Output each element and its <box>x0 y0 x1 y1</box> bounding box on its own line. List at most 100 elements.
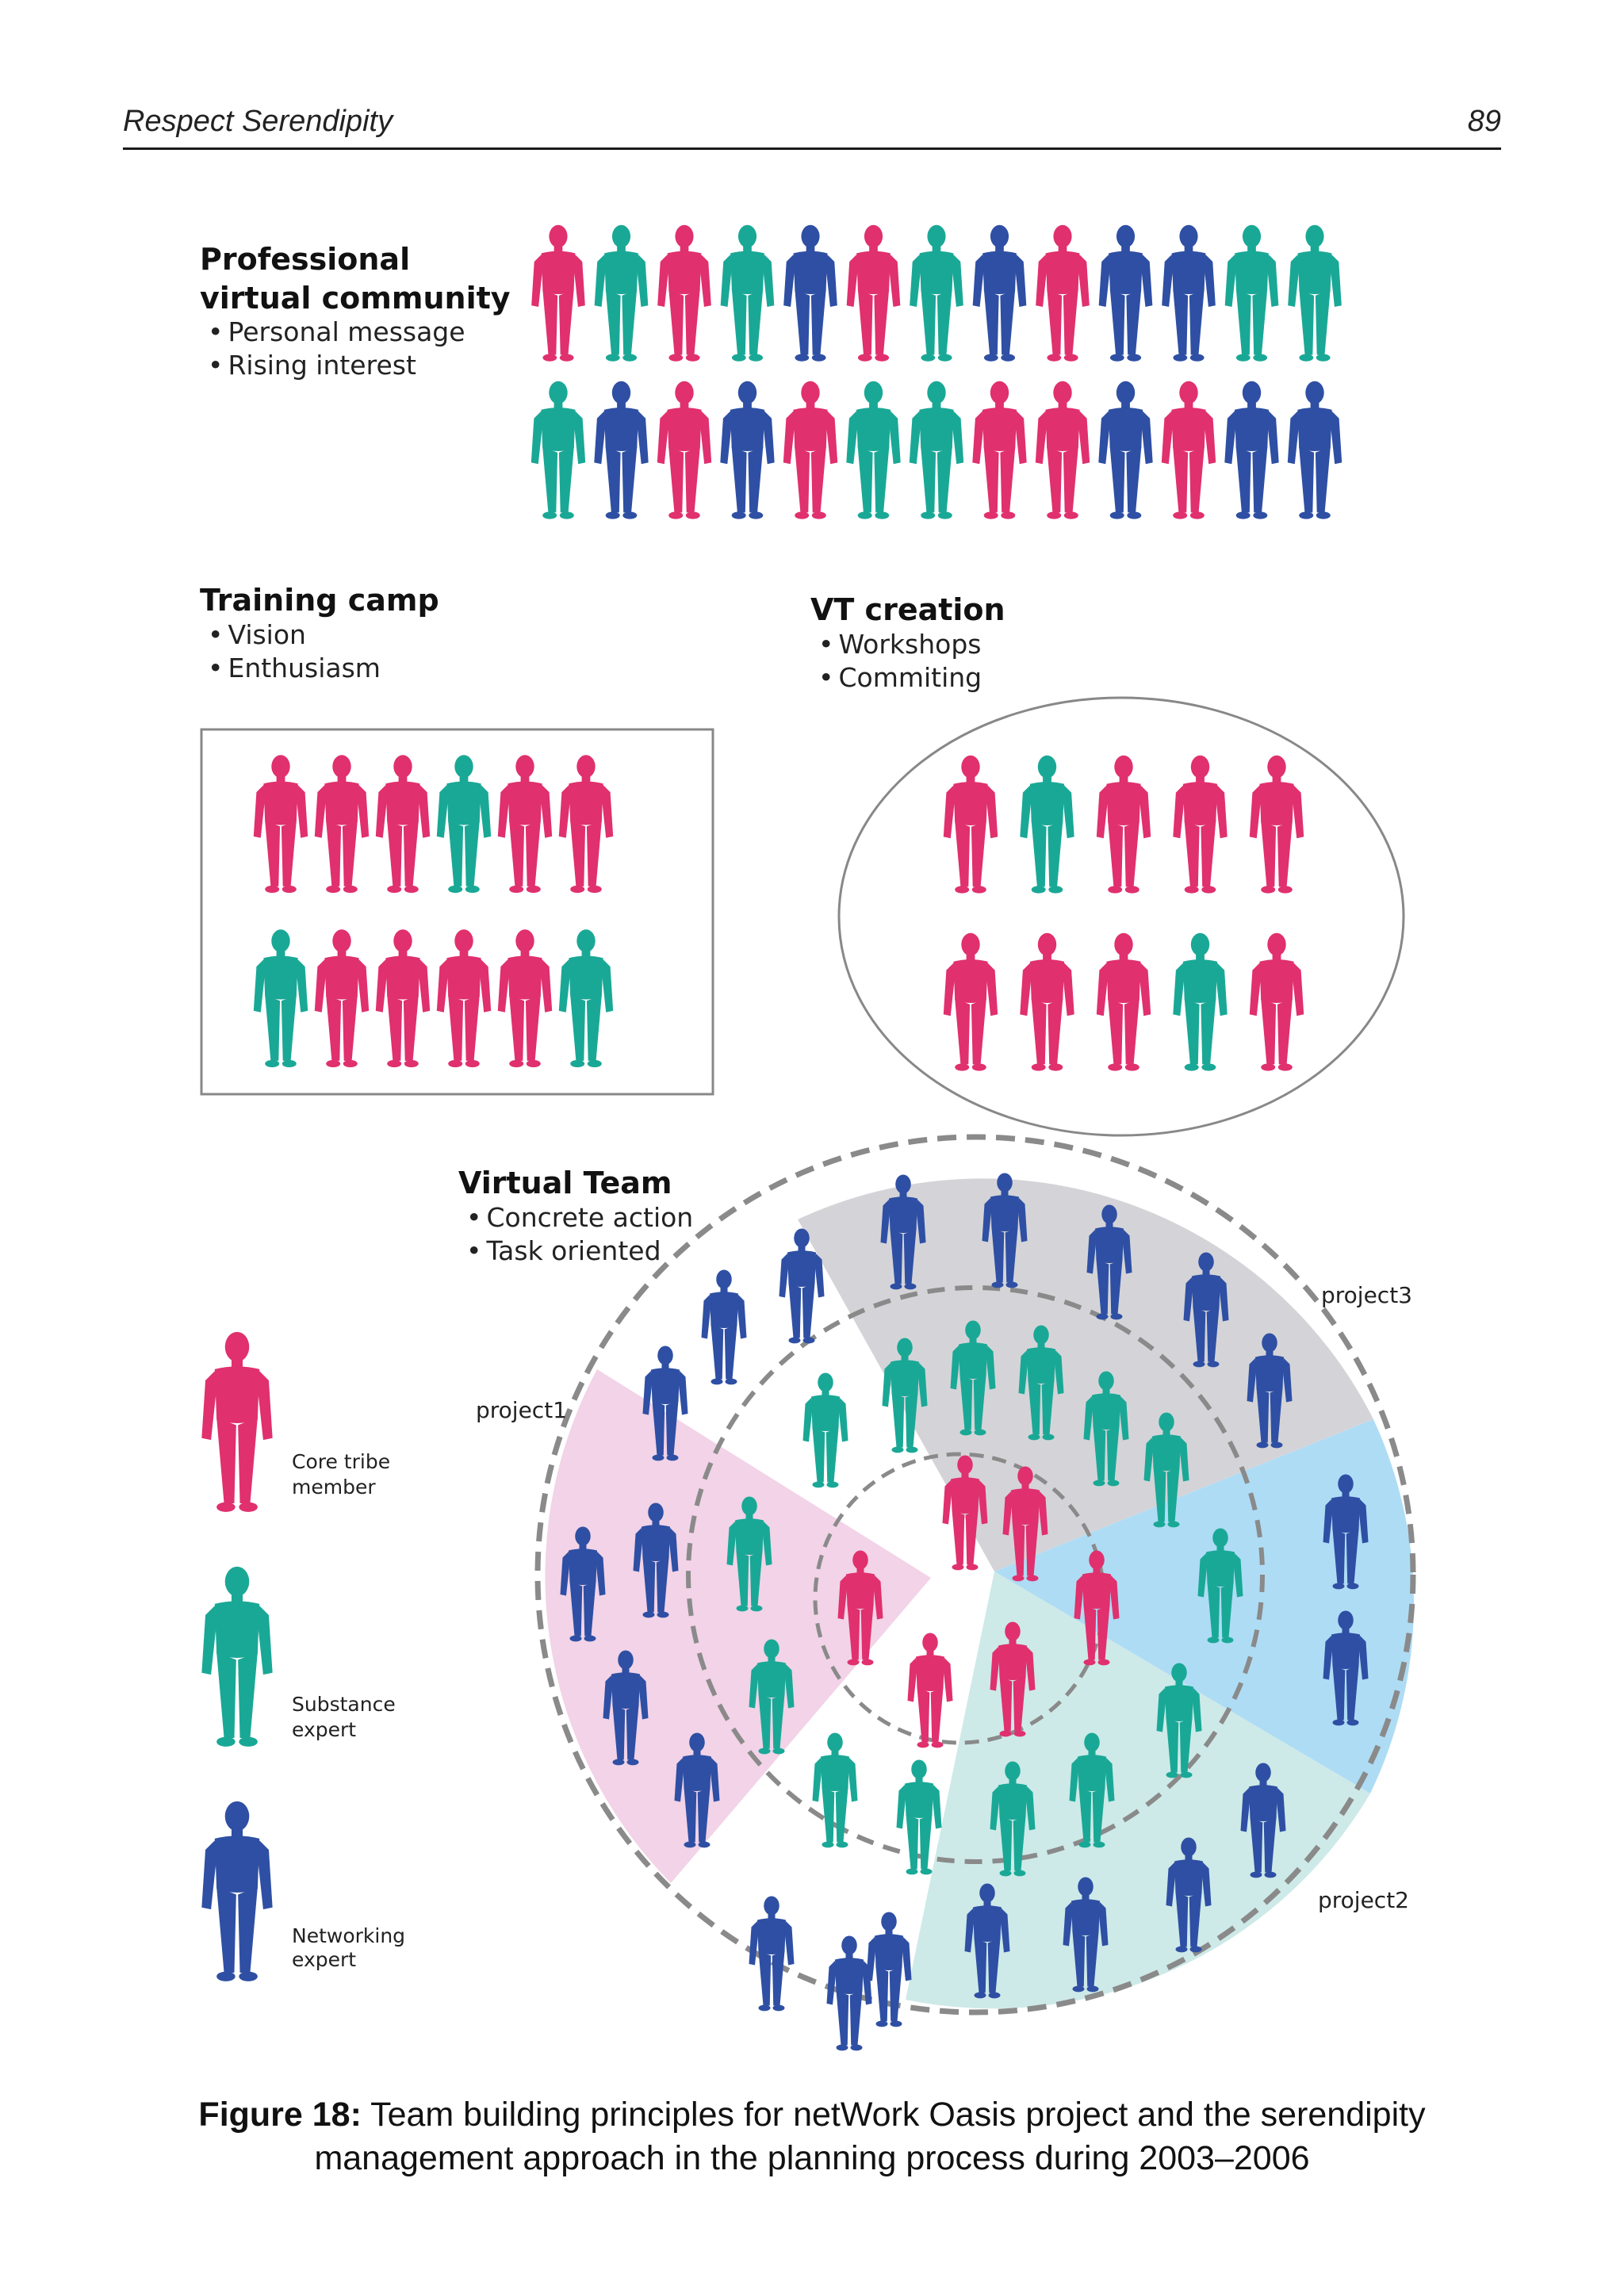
caption-text: Team building principles for netWork Oas… <box>314 2096 1426 2177</box>
vt-r1-person-4-core <box>1173 755 1228 894</box>
professional-r1-person-9-core <box>1036 224 1090 362</box>
professional-r2-person-5-core <box>783 381 838 519</box>
professional-r1-person-6-core <box>846 224 901 362</box>
professional-r1-person-12-substance <box>1224 224 1279 362</box>
professional-r2-person-2-networking <box>594 381 649 519</box>
professional-r1-person-4-substance <box>720 224 775 362</box>
professional-r1-person-11-networking <box>1162 224 1216 362</box>
vt-r2-person-1-core <box>943 932 998 1071</box>
vt-r1-person-3-core <box>1096 755 1151 894</box>
team-person-7-networking <box>701 1269 747 1385</box>
vt-r2-person-5-core <box>1249 932 1304 1071</box>
vt-r2-person-3-core <box>1096 932 1151 1071</box>
training-r2-person-5-core <box>497 929 553 1068</box>
legend-core-label-1: Core tribe <box>292 1450 390 1473</box>
vt-r1-person-5-core <box>1249 755 1304 894</box>
team-person-40-core <box>907 1633 953 1748</box>
professional-r1-person-1-core <box>531 224 585 362</box>
legend-core-figure <box>201 1331 273 1512</box>
training-r1-person-2-core <box>314 755 370 894</box>
team-person-15-networking <box>866 1912 912 2027</box>
vt-creation-title: VT creation <box>810 592 1005 627</box>
professional-bullet-1: •Personal message <box>208 316 465 347</box>
project1-label: project1 <box>476 1397 567 1423</box>
vt-creation-bullet-1: •Workshops <box>818 629 981 660</box>
vt-r2-person-2-core <box>1020 932 1074 1071</box>
professional-r2-person-6-substance <box>846 381 901 519</box>
running-header: Respect Serendipity 89 <box>123 101 1501 150</box>
outer-dashed-ring <box>534 1134 1416 2015</box>
team-person-16-networking <box>826 1935 872 2051</box>
training-r1-person-6-core <box>558 755 614 894</box>
project1-sector <box>545 1369 931 1883</box>
professional-r2-person-9-core <box>1035 381 1090 519</box>
training-bullet-2: •Enthusiasm <box>208 653 381 683</box>
training-r1-person-3-core <box>375 755 431 894</box>
project3-label: project3 <box>1321 1282 1412 1308</box>
professional-r1-person-8-networking <box>972 224 1027 362</box>
team-person-17-networking <box>749 1896 795 2012</box>
professional-bullet-2: •Rising interest <box>208 350 416 381</box>
training-r2-person-1-substance <box>253 929 308 1068</box>
training-bullet-1: •Vision <box>208 619 306 650</box>
running-title: Respect Serendipity <box>123 105 393 138</box>
vt-creation-circle <box>837 696 1405 1137</box>
vt-r1-person-2-substance <box>1020 755 1074 894</box>
virtual-team-bullet-1: •Concrete action <box>466 1202 693 1233</box>
professional-r2-person-12-networking <box>1224 381 1279 519</box>
training-r2-person-4-core <box>436 929 492 1068</box>
legend-core-label-2: member <box>292 1476 376 1499</box>
professional-title-line2: virtual community <box>200 281 511 316</box>
caption-label: Figure 18: <box>198 2096 362 2134</box>
training-camp-box <box>200 728 714 1096</box>
professional-r1-person-10-networking <box>1098 224 1153 362</box>
professional-title-line1: Professional <box>200 242 410 277</box>
professional-r2-person-4-networking <box>720 381 775 519</box>
vt-creation-section: VT creation •Workshops •Commiting <box>810 592 1405 1137</box>
middle-dashed-ring <box>686 1285 1265 1864</box>
vt-r2-person-4-substance <box>1173 932 1228 1071</box>
professional-r1-person-13-substance <box>1288 224 1342 362</box>
professional-r2-person-8-core <box>972 381 1027 519</box>
professional-r1-person-5-networking <box>783 224 837 362</box>
training-r1-person-1-core <box>253 755 308 894</box>
virtual-team-diagram: project1 project2 project3 <box>476 1134 1416 2015</box>
training-r1-person-5-core <box>497 755 553 894</box>
legend-substance-label-2: expert <box>292 1718 356 1741</box>
training-r1-person-4-substance <box>436 755 492 894</box>
professional-community-section: Professional virtual community •Personal… <box>200 242 511 381</box>
legend-networking-figure <box>201 1801 273 1981</box>
professional-r2-person-7-substance <box>909 381 964 519</box>
professional-r2-person-10-networking <box>1098 381 1153 519</box>
professional-r1-person-3-core <box>657 224 711 362</box>
professional-r2-person-11-core <box>1161 381 1216 519</box>
team-person-22-substance <box>802 1372 848 1488</box>
legend: Core tribe member Substance expert Netwo… <box>292 1450 405 1971</box>
project2-label: project2 <box>1318 1887 1409 1913</box>
legend-networking-label-2: expert <box>292 1948 356 1971</box>
virtual-team-bullet-2: •Task oriented <box>466 1235 661 1266</box>
project3-sector <box>798 1178 1373 1571</box>
legend-substance-label-1: Substance <box>292 1693 396 1716</box>
virtual-team-title: Virtual Team <box>458 1166 672 1200</box>
vt-creation-bullet-2: •Commiting <box>818 662 982 693</box>
page-number: 89 <box>1467 105 1501 138</box>
professional-r1-person-7-substance <box>910 224 963 362</box>
vt-r1-person-1-core <box>943 755 998 894</box>
virtual-team-section: Virtual Team •Concrete action •Task orie… <box>458 1166 693 1266</box>
professional-r2-person-13-networking <box>1287 381 1342 519</box>
training-r2-person-6-substance <box>558 929 614 1068</box>
training-title: Training camp <box>200 583 439 618</box>
professional-r1-person-2-substance <box>594 224 649 362</box>
professional-r2-person-3-core <box>657 381 712 519</box>
training-r2-person-2-core <box>314 929 370 1068</box>
project-blue-sector <box>994 1419 1415 1793</box>
legend-networking-label-1: Networking <box>292 1924 405 1947</box>
legend-substance-figure <box>201 1566 273 1747</box>
figure-caption: Figure 18: Team building principles for … <box>119 2093 1505 2180</box>
team-person-33-substance <box>812 1732 858 1848</box>
training-r2-person-3-core <box>375 929 431 1068</box>
professional-r2-person-1-substance <box>530 381 586 519</box>
